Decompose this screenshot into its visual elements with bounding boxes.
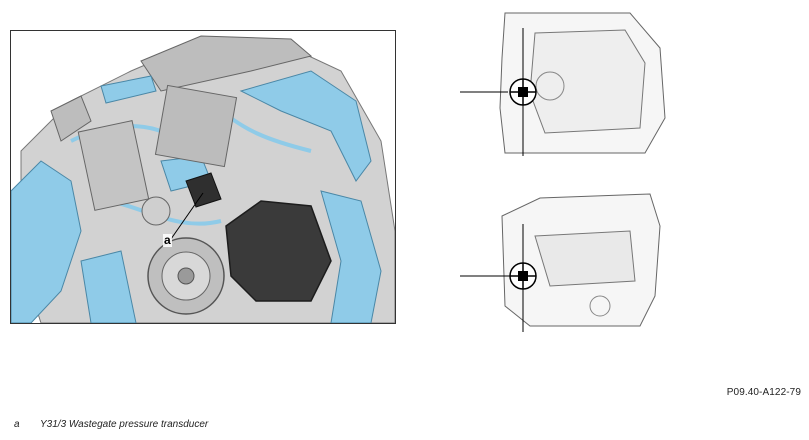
dark-module (225, 200, 332, 302)
wastegate-transducer-shape (185, 172, 222, 208)
legend-text: Y31/3 Wastegate pressure transducer (40, 419, 209, 430)
callout-label: a (163, 233, 172, 247)
locator-top-view (460, 12, 666, 156)
engine-drawing (11, 31, 395, 323)
engine-illustration: a (10, 30, 396, 324)
callout-leader-line (170, 192, 204, 240)
legend-key: a (14, 419, 20, 430)
locator-side-view (460, 193, 661, 332)
blue-harness (11, 70, 382, 323)
legend: a Y31/3 Wastegate pressure transducer (14, 419, 208, 430)
figure-id: P09.40-A122-79 (726, 387, 801, 398)
